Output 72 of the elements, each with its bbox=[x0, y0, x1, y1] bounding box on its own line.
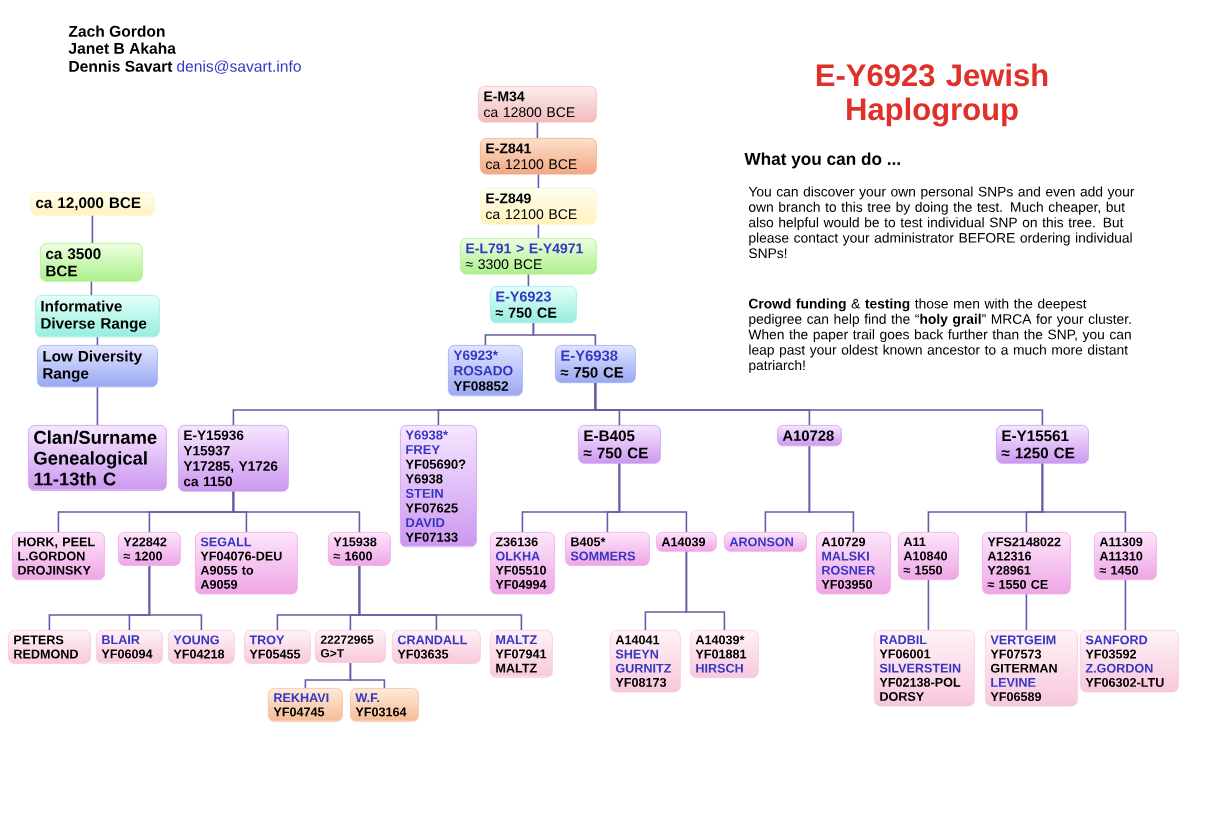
paragraph: You can discover your own personal SNPs and even add your own branch to this tree by doing the test. Much cheaper, but also helpful would be to test individual SNP on this tree. But please contact your administrator BEFORE ordering individual SNPs! bbox=[748, 186, 1135, 259]
haplogroup-box: E-Y6923 ≈ 750 CE bbox=[490, 286, 577, 324]
haplogroup-box: A11309 A11310 ≈ 1450 bbox=[1094, 532, 1157, 581]
haplogroup-box: VERTGEIM YF07573 GITERMAN LEVINE YF06589 bbox=[985, 630, 1078, 707]
connector-line bbox=[232, 490, 361, 533]
connector-line bbox=[537, 223, 540, 239]
haplogroup-box: SEGALL YF04076-DEU A9055 to A9059 bbox=[195, 532, 298, 595]
haplogroup-box: YOUNG YF04218 bbox=[168, 630, 235, 664]
haplogroup-box: Y6923* ROSADO YF08852 bbox=[448, 345, 523, 397]
period-box: Clan/Surname Genealogical 11-13th C bbox=[28, 425, 167, 491]
haplogroup-box: ARONSON bbox=[724, 532, 807, 552]
haplogroup-box: Y6938* FREY YF05690? Y6938 STEIN YF07625 DAVID YF07133 bbox=[400, 425, 477, 548]
connector-line bbox=[1025, 593, 1028, 631]
period-box: ca 3500 BCE bbox=[40, 243, 143, 282]
haplogroup-box: A14041 SHEYN GURNITZ YF08173 bbox=[610, 630, 681, 693]
connector-line bbox=[927, 579, 930, 631]
haplogroup-box: A14039 bbox=[656, 532, 717, 552]
haplogroup-box: E-B405 ≈ 750 CE bbox=[578, 425, 661, 464]
haplogroup-box: B405* SOMMERS bbox=[565, 532, 650, 566]
haplogroup-box: Z36136 OLKHA YF05510 YF04994 bbox=[490, 532, 555, 595]
connector-line bbox=[1124, 579, 1127, 631]
haplogroup-box: BLAIR YF06094 bbox=[96, 630, 163, 664]
haplogroup-box: CRANDALL YF03635 bbox=[392, 630, 481, 664]
haplogroup-box: Y22842 ≈ 1200 bbox=[118, 532, 181, 566]
connector-line bbox=[91, 214, 94, 244]
haplogroup-box: 22272965 G>T bbox=[315, 630, 386, 663]
connector-line bbox=[618, 462, 688, 533]
email-address: denis@savart.info bbox=[177, 60, 301, 74]
connector-line bbox=[90, 280, 93, 296]
paragraph: Crowd funding & testing those men with the deepest pedigree can help find the “holy grail” MRCA for your cluster. When the paper trail goes back further than the SNP, you can leap past your oldest known ancestor to a much more distant patriarch! bbox=[748, 298, 1131, 373]
connector-line bbox=[594, 382, 1044, 426]
haplogroup-box: A11 A10840 ≈ 1550 bbox=[898, 532, 959, 580]
connector-line bbox=[527, 273, 530, 287]
connector-line bbox=[536, 121, 539, 139]
period-box: Low Diversity Range bbox=[37, 345, 158, 388]
connector-line bbox=[148, 565, 203, 631]
haplogroup-box: REKHAVI YF04745 bbox=[268, 688, 343, 722]
title: E-Y6923 Jewish Haplogroup bbox=[816, 63, 1048, 127]
contact-name: Dennis Savart bbox=[69, 60, 173, 72]
haplogroup-box: E-Y15561 ≈ 1250 CE bbox=[996, 425, 1089, 464]
connector-line bbox=[685, 550, 726, 631]
haplogroup-box: E-Z841 ca 12100 BCE bbox=[480, 138, 597, 175]
period-box: Informative Diverse Range bbox=[35, 295, 160, 338]
haplogroup-box: E-Y15936 Y15937 Y17285, Y1726 ca 1150 bbox=[178, 425, 289, 492]
connector-line bbox=[358, 565, 523, 631]
haplogroup-box: A10729 MALSKI ROSNER YF03950 bbox=[816, 532, 891, 595]
haplogroup-box: YFS2148022 A12316 Y28961 ≈ 1550 CE bbox=[982, 532, 1071, 595]
connector-line bbox=[532, 322, 597, 346]
haplogroup-box: W.F. YF03164 bbox=[350, 688, 419, 722]
haplogroup-box: PETERS REDMOND bbox=[8, 630, 91, 664]
haplogroup-box: E-L791 > E-Y4971 ≈ 3300 BCE bbox=[460, 238, 597, 275]
connector-line bbox=[96, 336, 99, 346]
haplogroup-box: TROY YF05455 bbox=[244, 630, 311, 664]
connector-line bbox=[537, 173, 540, 189]
haplogroup-box: A10728 bbox=[777, 425, 842, 447]
connector-line bbox=[96, 386, 99, 426]
haplogroup-box: HORK, PEEL L.GORDON DROJINSKY bbox=[12, 532, 105, 581]
connector-line bbox=[808, 445, 855, 533]
contact-name: Zach Gordon bbox=[68, 25, 165, 37]
haplogroup-box: RADBIL YF06001 SILVERSTEIN YF02138-POL DORSY bbox=[874, 630, 975, 707]
contact-name: Janet B Akaha bbox=[68, 42, 176, 54]
haplogroup-box: MALTZ YF07941 MALTZ bbox=[490, 630, 553, 678]
haplogroup-box: Y15938 ≈ 1600 bbox=[328, 532, 391, 566]
haplogroup-box: E-M34 ca 12800 BCE bbox=[478, 86, 597, 123]
haplogroup-box: E-Y6938 ≈ 750 CE bbox=[555, 345, 636, 384]
section-heading: What you can do ... bbox=[744, 152, 900, 169]
connector-line bbox=[1041, 462, 1127, 533]
haplogroup-box: E-Z849 ca 12100 BCE bbox=[480, 188, 597, 225]
haplogroup-box: SANFORD YF03592 Z.GORDON YF06302-LTU bbox=[1080, 630, 1179, 693]
period-box: ca 12,000 BCE bbox=[30, 192, 155, 216]
connector-line bbox=[349, 662, 386, 689]
haplogroup-box: A14039* YF01881 HIRSCH bbox=[690, 630, 759, 679]
